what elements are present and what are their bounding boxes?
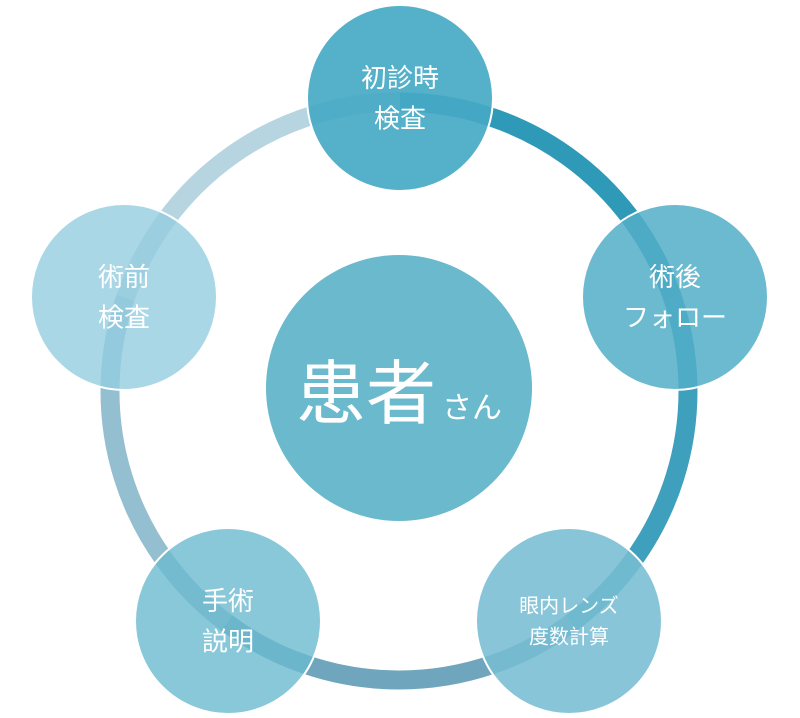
node-label-iol-calc-line-1: 眼内レンズ [519,594,619,618]
node-label-pre-op-exam-line-1: 術前 [98,263,150,293]
node-label-initial-exam-line-1: 初診時 [361,64,439,94]
center-label-sub: さん [442,391,502,426]
node-label-pre-op-exam-line-2: 検査 [98,304,150,334]
center-label-main: 患者 [296,353,436,435]
node-circle-iol-calc [475,527,663,715]
node-label-initial-exam-line-2: 検査 [374,105,426,135]
node-circle-pre-op-exam [30,203,218,391]
node-label-post-op-follow-line-1: 術後 [649,263,701,293]
node-circle-initial-exam [306,4,494,192]
node-label-surgery-expl-line-2: 説明 [202,628,254,658]
node-circle-post-op-follow [581,203,769,391]
node-label-surgery-expl-line-1: 手術 [202,587,254,617]
node-label-post-op-follow-line-2: フォロー [623,304,727,334]
node-circle-surgery-expl [134,527,322,715]
node-label-iol-calc-line-2: 度数計算 [529,625,609,649]
center-circle [266,255,532,521]
center-node: 患者さん [266,255,532,521]
